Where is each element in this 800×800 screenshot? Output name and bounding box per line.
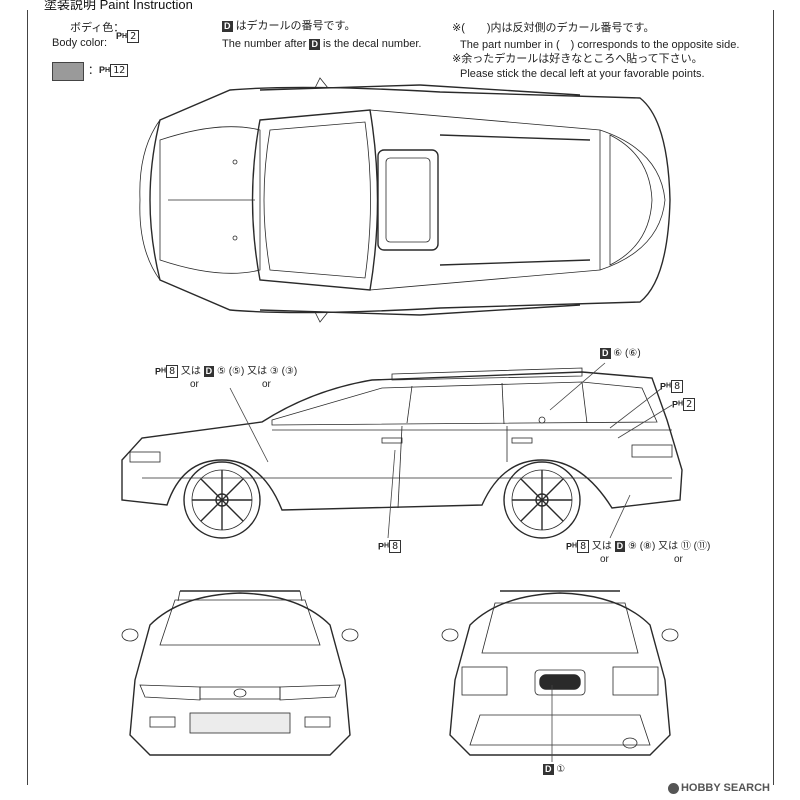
decal-note-en-prefix: The number after (222, 38, 307, 50)
hobby-search-logo-icon (667, 782, 679, 794)
yawa-text: 又は (658, 541, 679, 553)
decal-note-jp: D はデカールの番号です。 (222, 20, 355, 33)
decal-note-en: The number after D is the decal number. (222, 38, 421, 51)
swatch-sep: ： (88, 64, 99, 77)
or-text: or (600, 554, 609, 565)
ph-prefix: P (660, 381, 667, 392)
ph-sub: H (384, 542, 390, 550)
car-side-view (121, 367, 683, 539)
decal-d-badge: D (222, 20, 233, 32)
yawa-text: 又は (180, 366, 201, 378)
ph-number: 8 (389, 540, 402, 553)
ph-prefix: P (116, 31, 123, 41)
ph-sub: H (161, 367, 167, 375)
watermark: HOBBY SEARCH (667, 782, 770, 794)
decal-note-jp-text: はデカールの番号です。 (235, 20, 356, 32)
ph-sub: H (122, 33, 128, 40)
note-line-1: ※( )内は反対側のデカール番号です。 (452, 22, 655, 34)
body-color-label-jp: ボディ色： (70, 22, 125, 34)
gray-swatch (52, 62, 84, 81)
watermark-text: HOBBY SEARCH (680, 782, 770, 794)
ph-number: 8 (166, 365, 179, 378)
frame-left-line (27, 10, 28, 785)
body-color-label-en: Body color: (52, 37, 108, 49)
decal-d-badge: D (543, 764, 554, 775)
ph-sub: H (105, 67, 111, 74)
callout-rear-plate: D ① (543, 764, 565, 776)
ph-sub: H (572, 542, 578, 550)
car-top-view (139, 77, 671, 323)
car-front-view (121, 590, 359, 756)
decal-number: ⑥ (⑥) (613, 348, 641, 360)
or-text: or (674, 554, 683, 565)
or-text: or (190, 379, 199, 390)
decal-number: ⑨ (⑧) (627, 541, 656, 553)
decal-number: ③ (③) (269, 366, 298, 378)
yawa-text: 又は (591, 541, 612, 553)
body-color-number: 2 (127, 30, 140, 43)
ph-prefix: P (378, 541, 385, 552)
decal-number: ⑤ (⑤) (216, 366, 245, 378)
decal-d-badge: D (614, 541, 626, 552)
ph-sub: H (678, 400, 684, 408)
swatch-number: 12 (110, 64, 129, 77)
yawa-text: 又は (247, 366, 268, 378)
callout-rear-window: D ⑥ (⑥) (600, 348, 641, 360)
ph-number: 8 (577, 540, 590, 553)
decal-note-en-suffix: is the decal number. (323, 38, 422, 50)
decal-d-badge: D (203, 366, 215, 377)
frame-right-line (773, 10, 774, 785)
note-line-2: The part number in ( ) corresponds to th… (460, 39, 740, 51)
ph-number: 8 (671, 380, 684, 393)
decal-number: ① (556, 764, 566, 776)
ph-prefix: P (672, 399, 679, 410)
or-text: or (262, 379, 271, 390)
note-line-4: Please stick the decal left at your favo… (460, 68, 705, 80)
decal-number: ⑪ (⑪) (680, 541, 711, 553)
decal-d-badge: D (309, 38, 320, 50)
page-title: 塗装説明 Paint Instruction (44, 0, 193, 12)
decal-d-badge: D (600, 348, 611, 359)
ph-prefix: P (566, 541, 573, 552)
ph-sub: H (666, 382, 672, 390)
note-line-3: ※余ったデカールは好きなところへ貼って下さい。 (452, 53, 703, 65)
car-rear-view (441, 590, 679, 756)
ph-prefix: P (99, 65, 106, 75)
ph-prefix: P (155, 366, 162, 377)
ph-number: 2 (683, 398, 696, 411)
